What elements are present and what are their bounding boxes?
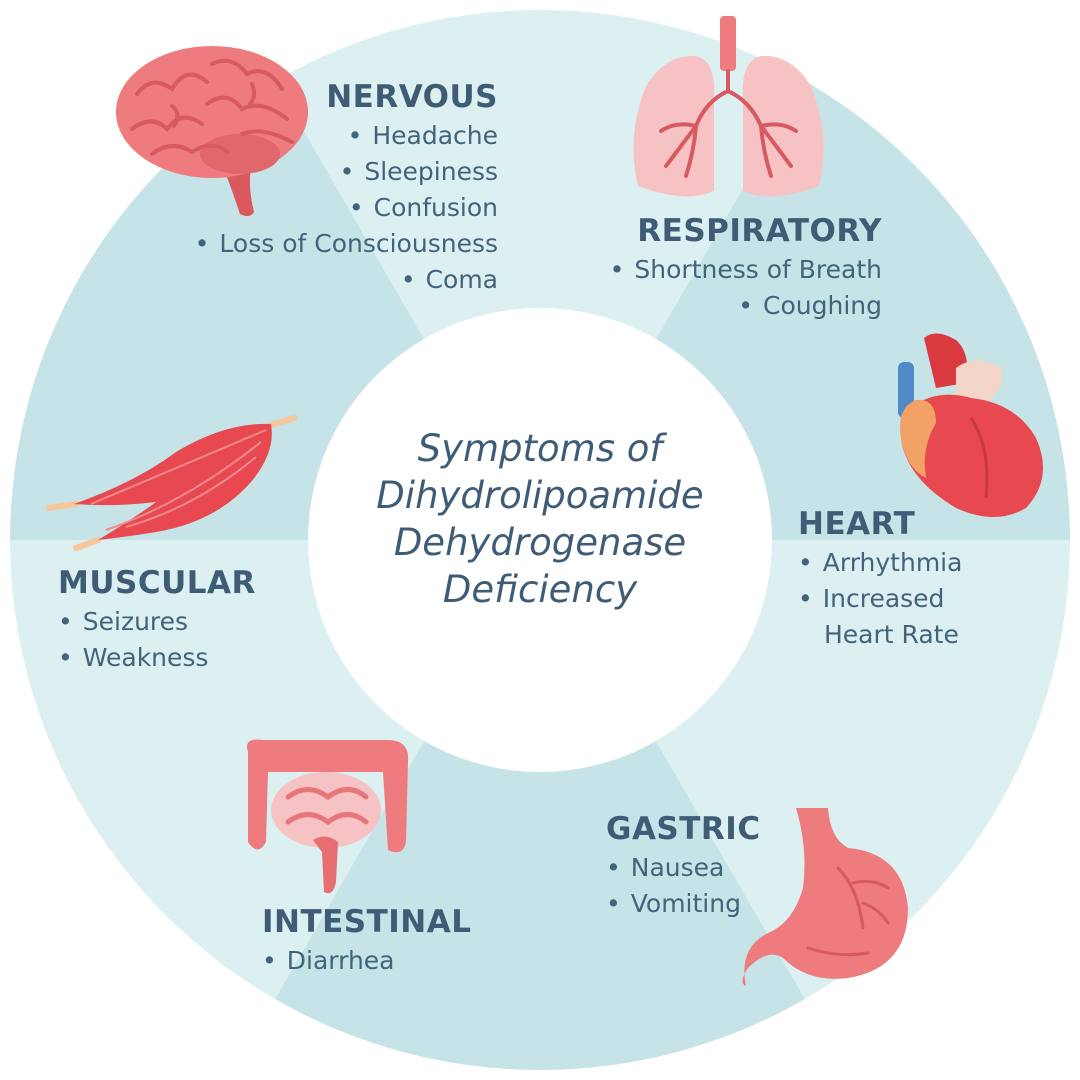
- list-item: •Confusion: [348, 192, 498, 222]
- intestinal-title: INTESTINAL: [262, 904, 472, 940]
- brain-icon: [116, 46, 308, 217]
- list-item: •Nausea: [606, 852, 725, 882]
- list-item: •Loss of Consciousness: [194, 228, 498, 258]
- muscular-symptom-list: •Seizures •Weakness: [58, 604, 256, 676]
- respiratory-title: RESPIRATORY: [637, 213, 882, 249]
- heart-title: HEART: [798, 506, 916, 542]
- heart-symptom-list: •Arrhythmia •Increased Heart Rate: [798, 545, 962, 653]
- muscular-section: MUSCULAR •Seizures •Weakness: [58, 565, 256, 676]
- center-title-line-3: Dehydrogenase: [393, 521, 687, 564]
- gastric-section: GASTRIC •Nausea •Vomiting: [606, 811, 761, 922]
- center-circle: [308, 308, 772, 772]
- lungs-icon: [633, 16, 824, 197]
- list-item: •Coma: [400, 264, 498, 294]
- list-item: •Weakness: [58, 642, 209, 672]
- heart-section: HEART •Arrhythmia •Increased Heart Rate: [798, 506, 962, 653]
- respiratory-symptom-list: •Shortness of Breath •Coughing: [610, 252, 882, 324]
- center-title: Symptoms of Dihydrolipoamide Dehydrogena…: [330, 425, 750, 613]
- list-item: •Coughing: [738, 290, 882, 320]
- list-item: •Shortness of Breath: [609, 254, 882, 284]
- intestinal-section: INTESTINAL •Diarrhea: [262, 904, 472, 979]
- list-item: •Increased: [798, 583, 945, 613]
- center-title-line-1: Symptoms of: [417, 427, 663, 470]
- list-item: •Seizures: [58, 606, 189, 636]
- stomach-icon: [742, 808, 908, 986]
- list-item: •Sleepiness: [339, 156, 498, 186]
- muscular-title: MUSCULAR: [58, 565, 256, 601]
- intestine-icon: [247, 739, 409, 894]
- nervous-title: NERVOUS: [326, 79, 498, 115]
- gastric-symptom-list: •Nausea •Vomiting: [606, 850, 761, 922]
- list-item: •Arrhythmia: [798, 547, 963, 577]
- list-item: •Headache: [347, 120, 498, 150]
- center-title-line-2: Dihydrolipoamide: [376, 474, 704, 517]
- nervous-section: NERVOUS •Headache •Sleepiness •Confusion…: [195, 79, 498, 298]
- list-item: •Diarrhea: [262, 945, 395, 975]
- heart-icon: [898, 333, 1044, 517]
- list-item: Heart Rate: [824, 619, 959, 649]
- segment-gastric: [275, 540, 805, 1070]
- respiratory-section: RESPIRATORY •Shortness of Breath •Coughi…: [610, 213, 882, 324]
- center-title-line-4: Deficiency: [442, 568, 638, 611]
- gastric-title: GASTRIC: [606, 811, 761, 847]
- nervous-symptom-list: •Headache •Sleepiness •Confusion •Loss o…: [195, 118, 498, 298]
- muscle-icon: [46, 415, 297, 551]
- intestinal-symptom-list: •Diarrhea: [262, 943, 472, 979]
- list-item: •Vomiting: [606, 888, 741, 918]
